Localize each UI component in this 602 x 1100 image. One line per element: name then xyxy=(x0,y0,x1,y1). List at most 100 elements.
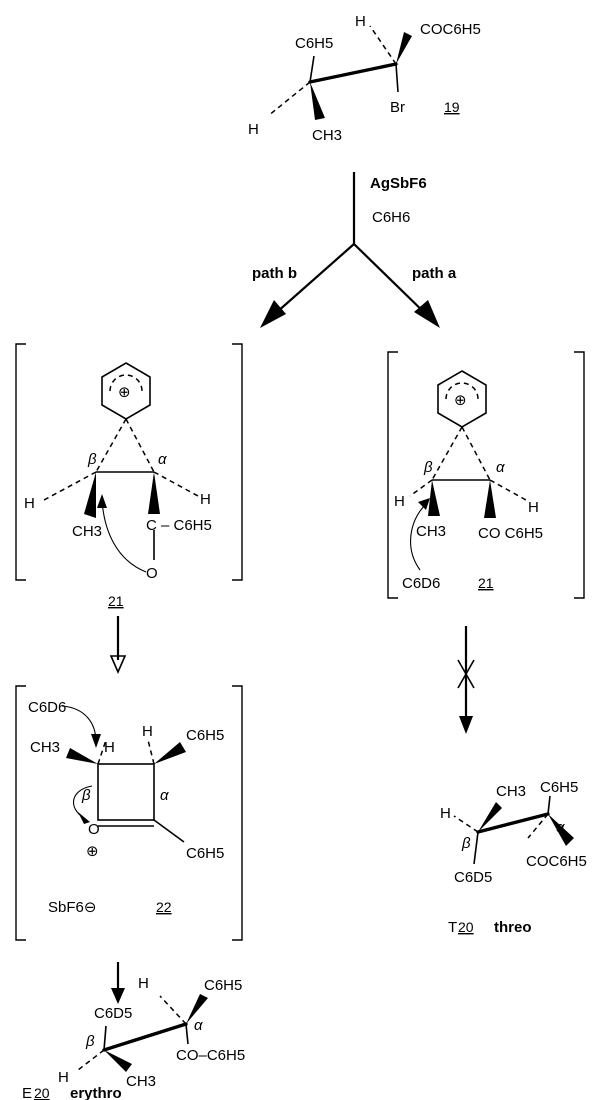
c22-charge: ⊕ xyxy=(86,843,99,860)
t20-descriptor: threo xyxy=(494,919,532,936)
c21b-acyl: C – C6H5 xyxy=(146,517,212,534)
e20-ester: CO–C6H5 xyxy=(176,1047,245,1064)
reagent-label: AgSbF6 xyxy=(370,175,427,192)
c22-left-bracket xyxy=(15,685,26,941)
t20-h: H xyxy=(440,805,451,822)
c21a-alpha: α xyxy=(496,459,505,476)
c21a-beta: β xyxy=(423,459,433,476)
e20-h-top: H xyxy=(138,975,149,992)
path-b-arrowhead xyxy=(260,300,286,328)
t20-ester-wedge xyxy=(548,814,574,846)
c21b-oxygen: O xyxy=(146,565,158,582)
c22-four-membered-ring xyxy=(97,763,155,821)
c21b-beta: β xyxy=(87,451,97,468)
t20-number: 20 xyxy=(458,919,474,935)
c21a-ring-charge: ⊕ xyxy=(454,392,467,409)
t20-beta: β xyxy=(461,835,471,852)
c22-oxygen-arrowhead xyxy=(78,812,90,824)
c22-methyl: CH3 xyxy=(30,739,60,756)
c19-number: 19 xyxy=(444,99,460,115)
intermediate-21-path-a: ⊕ β α H H CH3 CO C6H5 C6D6 21 xyxy=(387,351,585,599)
intermediate-22: C6D6 CH3 H H C6H5 β α O ⊕ C6H5 SbF6⊖ 22 xyxy=(15,685,243,941)
c19-br-bond xyxy=(395,63,399,93)
blocked-arrowhead xyxy=(459,716,473,734)
c22-nucleophile-arrow xyxy=(61,705,97,743)
c21b-methyl: CH3 xyxy=(72,523,102,540)
e20-number: 20 xyxy=(34,1085,50,1100)
c21a-left-bracket xyxy=(387,351,398,599)
reagent-arrow: AgSbF6 C6H6 path b path a xyxy=(252,172,457,328)
e20-ester-bond xyxy=(185,1023,189,1045)
c22-alpha: α xyxy=(160,787,169,804)
compound-19: C6H5 COC6H5 H Br H CH3 19 xyxy=(248,13,481,144)
c21b-curved-arrowhead xyxy=(97,494,107,508)
c21b-number: 21 xyxy=(108,593,124,609)
c22-nucleophile: C6D6 xyxy=(28,699,66,716)
e20-alpha: α xyxy=(194,1017,203,1034)
arrow-22-e20-head xyxy=(111,988,125,1004)
c22-h-left: H xyxy=(104,739,115,756)
c21b-acyl-wedge xyxy=(148,472,160,514)
c21b-curved-arrow xyxy=(101,499,147,573)
c22-phenyl: C6H5 xyxy=(186,727,224,744)
c21a-methyl-wedge xyxy=(428,480,440,516)
e20-descriptor: erythro xyxy=(70,1085,122,1100)
c22-phenyl-wedge xyxy=(154,742,186,764)
path-b-label: path b xyxy=(252,265,297,282)
c22-h-left-dashed xyxy=(97,739,107,765)
t20-cc-bond xyxy=(476,812,550,834)
blocked-cross-2 xyxy=(457,659,475,689)
blocked-arrow-21-to-t20 xyxy=(457,626,475,734)
solvent-label: C6H6 xyxy=(372,209,410,226)
t20-alpha: α xyxy=(556,819,565,836)
e20-cc-bond xyxy=(102,1022,188,1052)
t20-h-dashed xyxy=(453,815,479,833)
c19-h-top-label: H xyxy=(355,13,366,30)
e20-code: E xyxy=(22,1085,32,1100)
e20-phenyl-wedge xyxy=(186,994,208,1024)
c22-counterion: SbF6⊖ xyxy=(48,899,96,916)
c22-h-right: H xyxy=(142,723,153,740)
e20-h-left-dashed xyxy=(77,1049,105,1071)
c21a-acyl: CO C6H5 xyxy=(478,525,543,542)
c21a-acyl-wedge xyxy=(484,480,496,518)
c22-nucleophile-arrowhead xyxy=(91,734,101,748)
t20-phenyl-bond xyxy=(547,795,551,815)
c19-methyl-label: CH3 xyxy=(312,127,342,144)
t20-phenyl: C6H5 xyxy=(540,779,578,796)
c22-beta: β xyxy=(81,787,91,804)
t20-deutero-bond xyxy=(473,831,479,865)
path-a-arrow-line xyxy=(353,243,433,321)
c21a-nucleophile: C6D6 xyxy=(402,575,440,592)
c21b-alpha: α xyxy=(158,451,167,468)
c21b-h-right-dashed xyxy=(153,471,199,497)
c22-right-bracket xyxy=(232,685,243,941)
c19-acyl-wedge xyxy=(396,32,412,64)
product-e20-erythro: C6D5 H C6H5 β α H CH3 CO–C6H5 E 20 eryth… xyxy=(22,975,245,1100)
c21a-h-right-dashed xyxy=(489,479,527,501)
c21a-h-right: H xyxy=(528,499,539,516)
c22-h-right-dashed xyxy=(147,739,155,765)
c21b-bridge-right xyxy=(125,418,155,473)
e20-h-left: H xyxy=(58,1069,69,1086)
c21a-curved-arrow xyxy=(410,503,427,571)
arrow-21-22-head xyxy=(109,655,127,674)
c19-acyl-label: COC6H5 xyxy=(420,21,481,38)
c21b-h-left: H xyxy=(24,495,35,512)
c21a-methyl: CH3 xyxy=(416,523,446,540)
c21b-ring-charge: ⊕ xyxy=(118,384,131,401)
t20-methyl: CH3 xyxy=(496,783,526,800)
c22-number: 22 xyxy=(156,899,172,915)
arrow-21-to-22 xyxy=(109,616,127,674)
c19-phenyl-label: C6H5 xyxy=(295,35,333,52)
e20-deutero: C6D5 xyxy=(94,1005,132,1022)
c22-methyl-wedge xyxy=(66,748,98,764)
c22-phenyl-bond xyxy=(153,819,185,843)
c21a-right-bracket xyxy=(574,351,585,599)
c22-acyl: C6H5 xyxy=(186,845,224,862)
arrow-22-to-e20 xyxy=(111,962,125,1004)
c19-h-top-dashed-bond xyxy=(369,25,397,65)
e20-methyl: CH3 xyxy=(126,1073,156,1090)
c21b-right-bracket xyxy=(232,343,243,581)
